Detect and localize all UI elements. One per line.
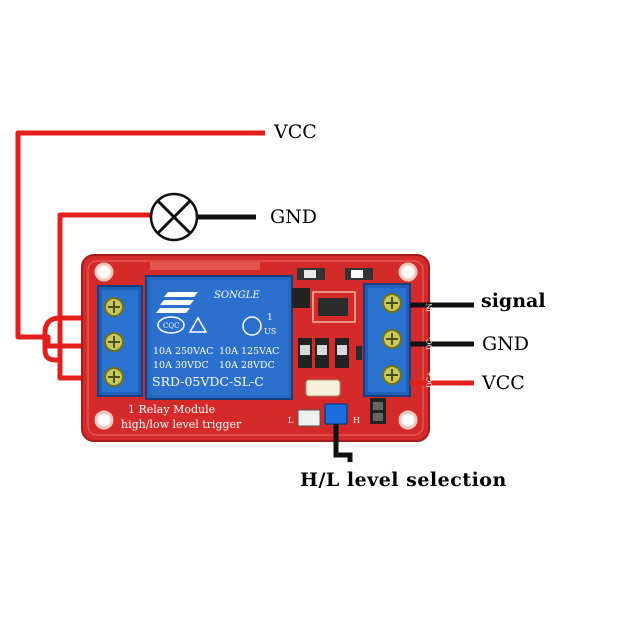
relay-brand: SONGLE [214, 290, 260, 301]
level-jumper [297, 398, 386, 427]
lamp-icon [149, 192, 199, 242]
cqc-icon [157, 316, 185, 334]
relay-model: SRD-05VDC-SL-C [152, 374, 264, 389]
relay-component [145, 275, 293, 400]
relay-rating-1r: 10A 125VAC [219, 346, 279, 357]
pin-dcp-label: DC+ [426, 371, 434, 388]
relay-rating-2l: 10A 30VDC [153, 360, 209, 371]
label-hl-selection: H/L level selection [300, 469, 507, 491]
relay-cqc: CQC [163, 322, 179, 330]
label-vcc-right: VCC [482, 372, 525, 394]
label-signal: signal [481, 290, 546, 312]
pcb-silkscreen: SONGLE CQC 1 US 10A 250VAC 10A 125VAC 10… [121, 290, 434, 431]
left-terminal-block [97, 285, 143, 397]
relay-pcb [81, 254, 430, 442]
relay-rating-1l: 10A 250VAC [153, 346, 213, 357]
pin-dcm-label: DC- [426, 336, 434, 350]
smd-components [292, 268, 373, 397]
label-gnd-top: GND [270, 206, 318, 228]
jumper-pointer-wire [333, 424, 353, 462]
red-wires-left [15, 130, 265, 381]
vcc-wire [15, 130, 265, 349]
relay-us-mark: US [264, 327, 276, 336]
relay-rating-2r: 10A 28VDC [219, 360, 275, 371]
right-terminal-block [363, 283, 411, 397]
ul-icon [242, 316, 262, 336]
right-wires [333, 302, 474, 462]
com-wire-bend [42, 315, 100, 363]
board-line1: 1 Relay Module [128, 403, 215, 416]
jumper-h-label: H [353, 416, 360, 425]
lamp-red-wire [57, 212, 152, 381]
pin-in-label: IN [426, 303, 434, 312]
relay-ul-number: 1 [267, 313, 273, 323]
board-line2: high/low level trigger [121, 418, 242, 431]
mounting-holes [94, 262, 418, 430]
warning-triangle-icon [188, 316, 208, 333]
label-gnd-right: GND [482, 333, 530, 355]
jumper-l-label: L [288, 416, 294, 425]
label-vcc-top: VCC [274, 121, 317, 143]
songle-logo-icon [156, 292, 198, 313]
